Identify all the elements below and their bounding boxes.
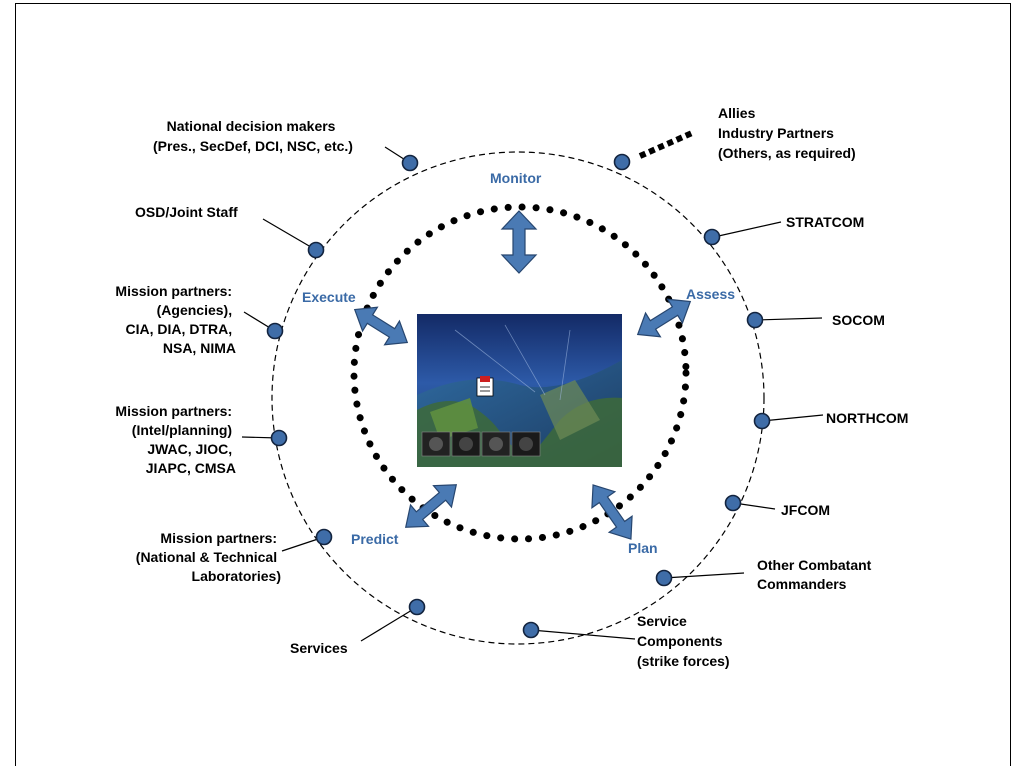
node-other-combatant-commanders: [655, 569, 673, 587]
slide-frame: [15, 3, 1011, 766]
leader-service-components: [530, 629, 636, 640]
label-mission-partners-intel: Mission partners: (Intel/planning) JWAC,…: [115, 403, 236, 476]
leader-northcom: [761, 414, 824, 422]
assess-arrow: [636, 298, 692, 338]
document-icon: [476, 376, 494, 397]
node-socom: [746, 311, 764, 329]
outer-dashed-ring: [271, 151, 765, 645]
phase-predict: Predict: [351, 531, 399, 547]
label-stratcom: STRATCOM: [786, 214, 864, 230]
leader-other-combatant: [663, 572, 745, 579]
phase-monitor: Monitor: [490, 170, 542, 186]
node-stratcom: [703, 228, 721, 246]
phase-assess: Assess: [686, 286, 735, 302]
predict-arrow: [404, 484, 458, 528]
leader-stratcom: [713, 221, 782, 238]
label-mission-partners-agencies: Mission partners: (Agencies), CIA, DIA, …: [115, 283, 236, 356]
node-services: [408, 598, 426, 616]
phase-plan: Plan: [628, 540, 658, 556]
leader-osd: [262, 218, 317, 251]
label-national-decision-makers: National decision makers (Pres., SecDef,…: [153, 118, 353, 154]
monitor-arrow: [500, 210, 538, 274]
label-services: Services: [290, 640, 348, 656]
phase-execute: Execute: [302, 289, 356, 305]
label-northcom: NORTHCOM: [826, 410, 908, 426]
label-mission-partners-labs: Mission partners: (National & Technical …: [136, 530, 281, 584]
label-osd-joint-staff: OSD/Joint Staff: [135, 204, 238, 220]
node-mission-partners-labs: [315, 528, 333, 546]
leader-services: [360, 606, 418, 642]
execute-arrow: [353, 306, 409, 346]
node-allies: [613, 153, 631, 171]
inner-dotted-ring: [350, 203, 690, 543]
label-service-components: Service Components (strike forces): [637, 613, 730, 669]
node-northcom: [753, 412, 771, 430]
node-mission-partners-intel: [270, 429, 288, 447]
label-socom: SOCOM: [832, 312, 885, 328]
center-image: [417, 314, 622, 467]
plan-arrow: [591, 484, 633, 540]
node-service-components: [522, 621, 540, 639]
leader-allies: [638, 130, 694, 159]
node-national-decision-makers: [401, 154, 419, 172]
node-osd-joint-staff: [307, 241, 325, 259]
node-mission-partners-agencies: [266, 322, 284, 340]
leader-socom: [755, 317, 823, 321]
node-jfcom: [724, 494, 742, 512]
label-other-combatant-commanders: Other Combatant Commanders: [757, 557, 875, 592]
label-jfcom: JFCOM: [781, 502, 830, 518]
label-allies: Allies Industry Partners (Others, as req…: [718, 105, 856, 161]
